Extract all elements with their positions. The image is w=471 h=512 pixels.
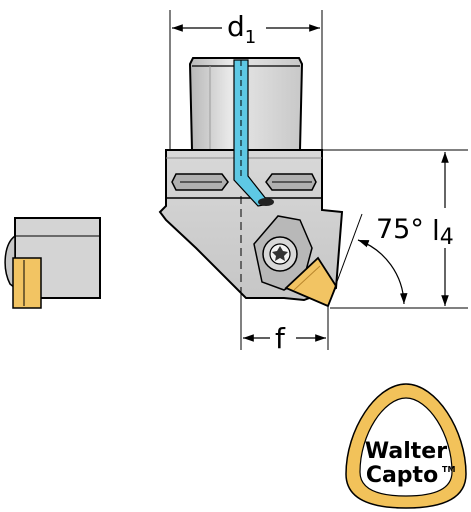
l4-label: l4 — [432, 214, 454, 250]
coolant-outlet — [258, 198, 274, 206]
walter-capto-logo: Walter Capto TM — [345, 383, 467, 509]
dimension-angle: 75° — [327, 208, 426, 307]
side-view-insert — [12, 257, 42, 309]
cutting-insert — [284, 256, 338, 308]
d1-label-bg — [222, 10, 266, 44]
torx-icon — [272, 246, 288, 261]
angle-ext-line — [327, 213, 363, 307]
logo-line2: Capto — [366, 463, 438, 488]
dimension-d1: d1 — [169, 10, 323, 150]
tool-holder — [158, 57, 344, 308]
d1-label: d1 — [227, 10, 256, 48]
angle-label: 75° — [376, 214, 424, 245]
dimension-f: f — [240, 288, 329, 355]
insert-edge-line — [293, 265, 321, 291]
f-label-bg — [270, 322, 296, 352]
f-label: f — [275, 322, 286, 355]
logo-inner — [359, 397, 453, 497]
angle-arc — [357, 239, 408, 305]
dimension-l4: l4 — [322, 149, 468, 309]
l4-label-bg — [428, 208, 468, 248]
side-view — [4, 217, 101, 309]
logo-trademark: TM — [442, 465, 455, 474]
logo-line1: Walter — [365, 439, 447, 464]
angle-label-bg — [372, 208, 426, 244]
